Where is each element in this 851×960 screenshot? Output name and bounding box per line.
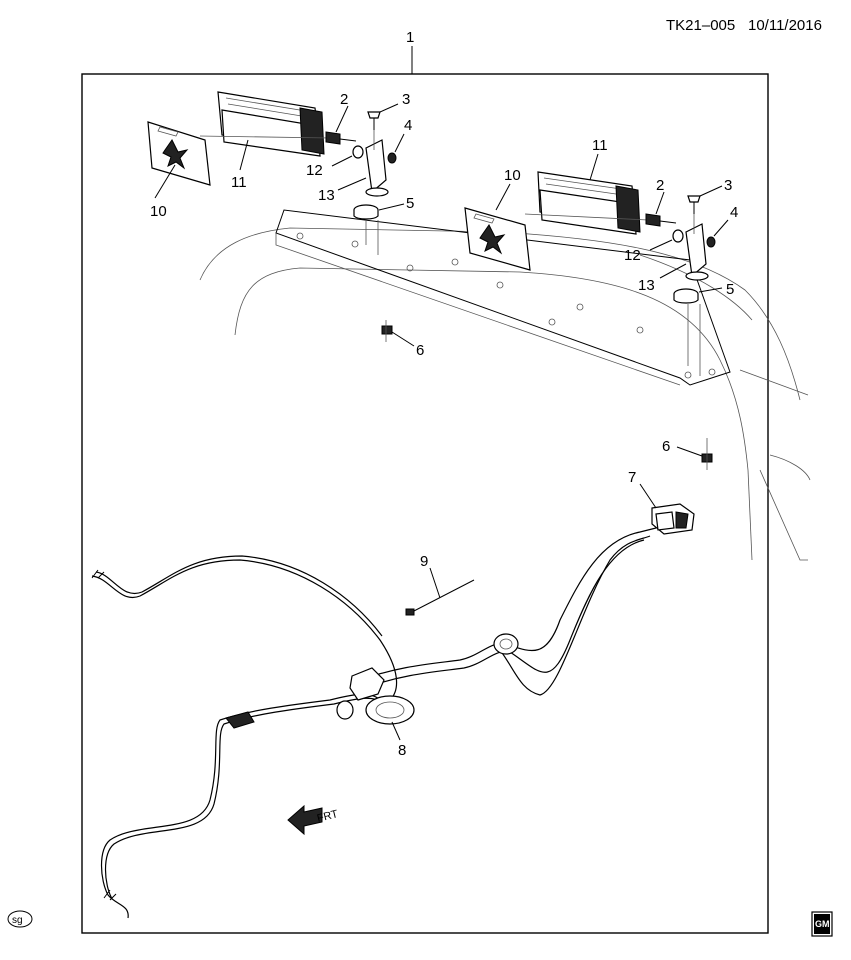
- wiring-harness: [91, 527, 657, 919]
- callout-tie-strap: 9: [420, 553, 428, 570]
- callout-lamp-left: 11: [231, 174, 247, 191]
- callout-harness: 8: [398, 742, 406, 759]
- screw-right: [687, 195, 701, 214]
- callout-nut-left: 4: [404, 117, 412, 134]
- gm-logo: GM: [811, 911, 833, 937]
- callout-nut-roof-right: 6: [662, 438, 670, 455]
- callout-screw-right: 3: [724, 177, 732, 194]
- lamp-right: [537, 171, 641, 235]
- washer-left: [352, 145, 364, 159]
- diagram-frame: [81, 73, 769, 934]
- callout-bracket-right: 13: [638, 277, 655, 294]
- callout-spacer-left: 5: [406, 195, 414, 212]
- callout-nut-roof-left: 6: [416, 342, 424, 359]
- ref-code: TK21–005: [666, 17, 735, 34]
- front-direction-arrow: FRT: [287, 804, 340, 836]
- callout-bolt-right: 2: [656, 177, 664, 194]
- bracket-right: [685, 214, 709, 281]
- callout-washer-left: 12: [306, 162, 323, 179]
- callout-bracket-left: 13: [318, 187, 335, 204]
- nut-roof-right: [701, 438, 713, 470]
- roof-outline: [199, 227, 811, 561]
- lamp-left: [217, 91, 325, 157]
- callout-lamp-right: 11: [592, 137, 608, 154]
- nut-roof-left: [381, 320, 393, 342]
- switch: [651, 503, 695, 535]
- screw-left: [367, 111, 381, 130]
- callout-assembly: 1: [406, 29, 414, 46]
- callout-cover-left: 10: [150, 203, 167, 220]
- callout-cover-right: 10: [504, 167, 521, 184]
- spacer-right: [673, 288, 701, 376]
- sg-badge: sg: [7, 910, 33, 928]
- callout-nut-right: 4: [730, 204, 738, 221]
- diagram-date: 10/11/2016: [748, 17, 822, 34]
- callout-spacer-right: 5: [726, 281, 734, 298]
- cover-right: [464, 207, 531, 271]
- callout-switch: 7: [628, 469, 636, 486]
- bolt-right: [645, 213, 677, 227]
- mounting-plate: [275, 209, 731, 386]
- nut-left: [387, 152, 397, 164]
- washer-right: [672, 229, 684, 243]
- callout-washer-right: 12: [624, 247, 641, 264]
- bolt-left: [325, 131, 357, 145]
- frt-label: FRT: [316, 808, 340, 825]
- cover-left: [147, 121, 211, 186]
- callout-screw-left: 3: [402, 91, 410, 108]
- bracket-left: [365, 130, 389, 197]
- sg-badge-label: sg: [12, 915, 23, 926]
- nut-right: [706, 236, 716, 248]
- spacer-left: [353, 204, 379, 255]
- tie-strap: [405, 579, 475, 616]
- callout-bolt-left: 2: [340, 91, 348, 108]
- gm-logo-label: GM: [815, 919, 830, 929]
